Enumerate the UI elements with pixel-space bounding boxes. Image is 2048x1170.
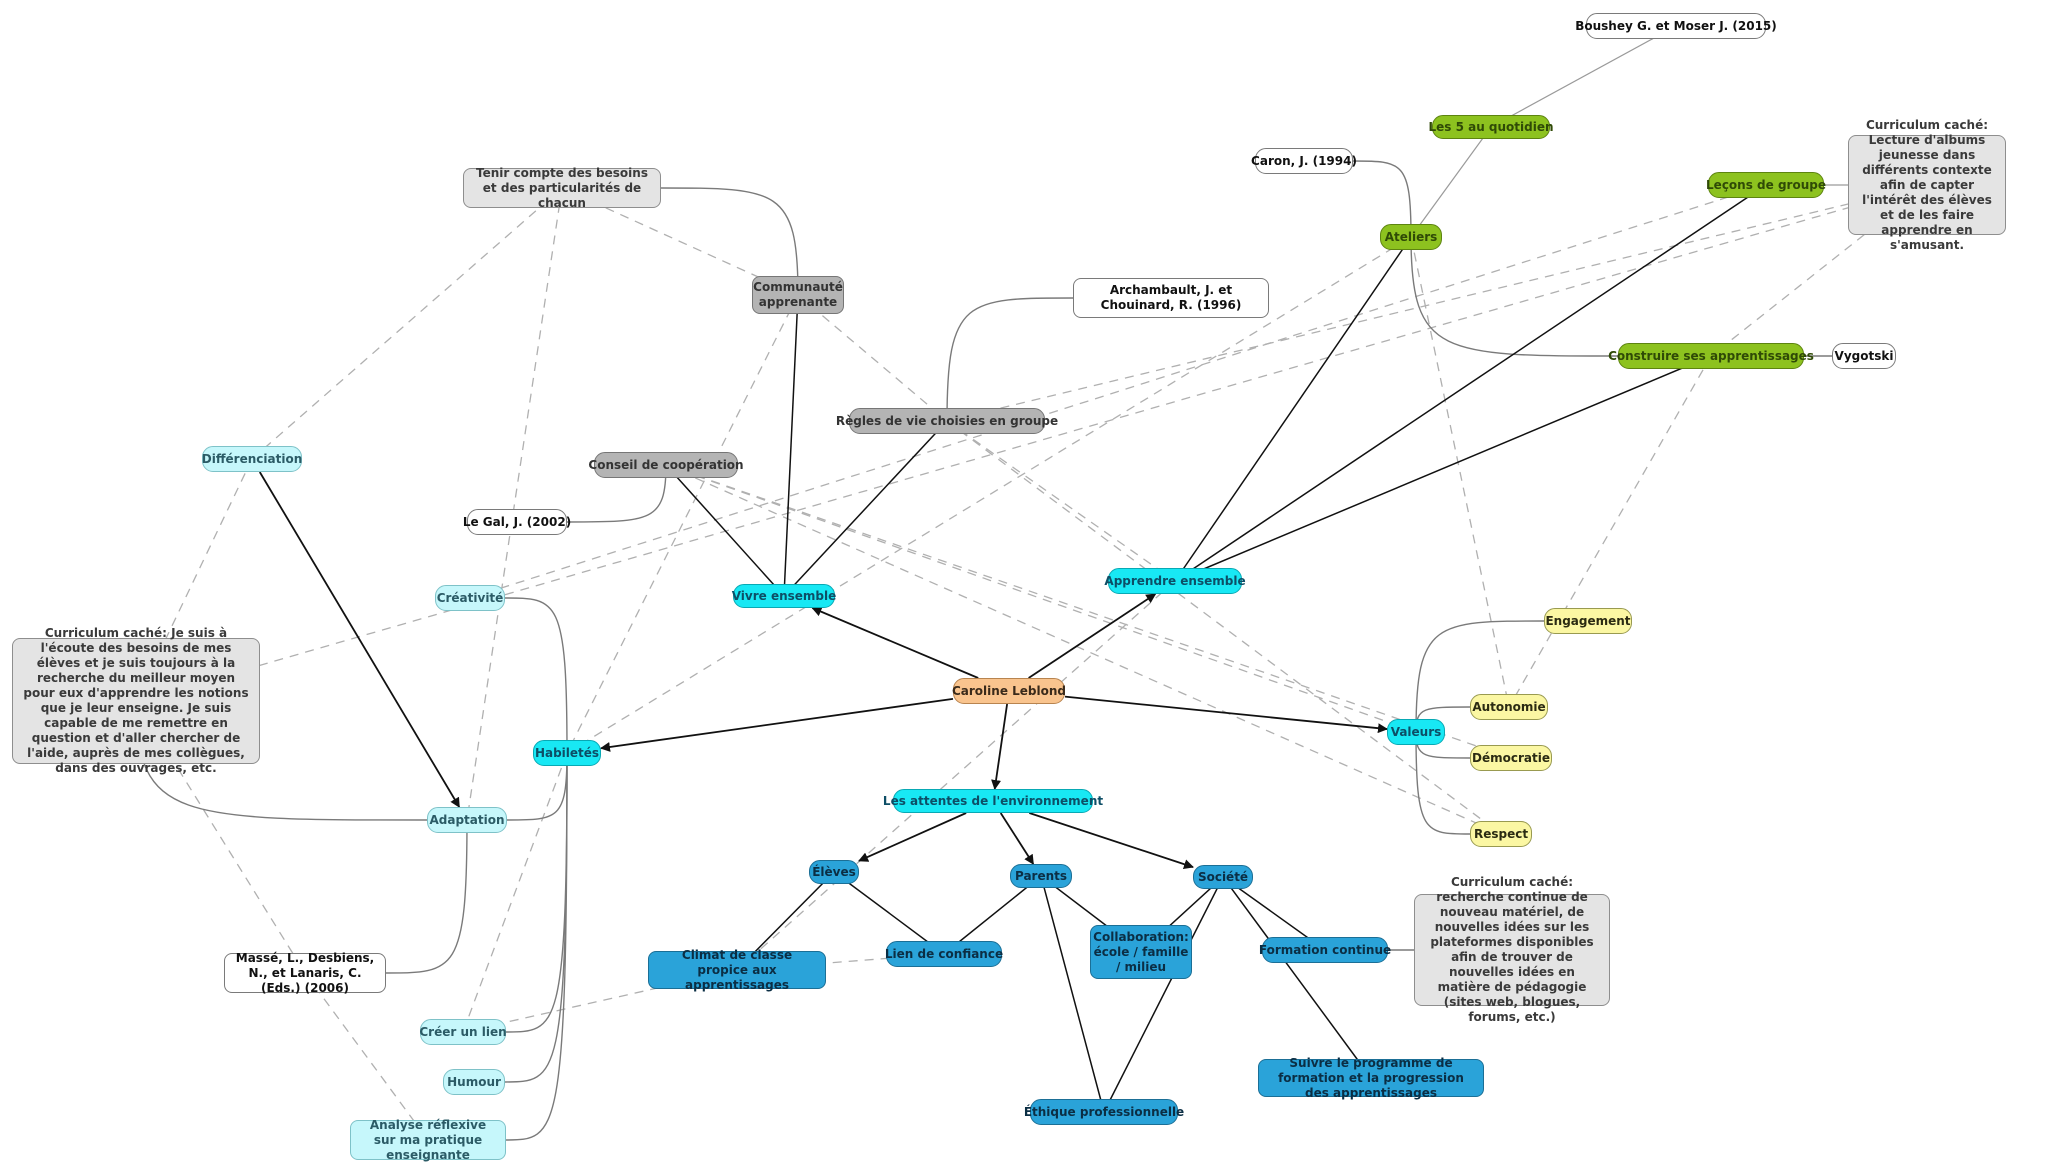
node-parents[interactable]: Parents [1010, 864, 1072, 888]
node-communaute-apprenante[interactable]: Communauté apprenante [752, 276, 844, 314]
arrow-link [600, 697, 954, 752]
dashed-link [946, 420, 1176, 582]
curved-link [566, 464, 667, 523]
arrow-link [1029, 812, 1194, 870]
reference-vygotski[interactable]: Vygotski [1832, 343, 1896, 369]
arrow-link [1028, 593, 1157, 679]
solid-link [783, 420, 948, 597]
solid-link [783, 294, 799, 597]
node-ateliers[interactable]: Ateliers [1380, 224, 1442, 250]
value-respect[interactable]: Respect [1470, 821, 1532, 847]
dashed-link [665, 464, 1502, 835]
node-conseil-de-cooperation[interactable]: Conseil de coopération [588, 452, 744, 478]
solid-link [1174, 355, 1712, 582]
solid-link [1174, 236, 1412, 582]
curved-link [660, 187, 799, 296]
node-differenciation[interactable]: Différenciation [202, 446, 302, 472]
node-societe[interactable]: Société [1193, 865, 1253, 889]
dashed-link [1710, 184, 1928, 357]
branch-valeurs[interactable]: Valeurs [1387, 719, 1445, 745]
solid-link [1040, 875, 1105, 1113]
branch-apprendre-ensemble[interactable]: Apprendre ensemble [1104, 568, 1246, 594]
node-lecons-de-groupe[interactable]: Leçons de groupe [1706, 172, 1826, 198]
curved-link [504, 752, 568, 1083]
arrow-link [999, 812, 1035, 865]
node-eleves[interactable]: Élèves [809, 860, 859, 884]
node-creativite[interactable]: Créativité [435, 585, 505, 611]
node-collaboration[interactable]: Collaboration: école / famille / milieu [1090, 925, 1192, 979]
solid-link [665, 464, 785, 597]
node-formation-continue[interactable]: Formation continue [1259, 937, 1391, 963]
dashed-link [797, 294, 948, 422]
curved-link [1352, 160, 1412, 238]
solid-link [1103, 876, 1224, 1113]
note-curriculum-ecoute[interactable]: Curriculum caché: Je suis à l'écoute des… [12, 626, 260, 775]
reference-archambault[interactable]: Archambault, J. et Chouinard, R. (1996) [1073, 278, 1269, 318]
dashed-link [1508, 355, 1712, 708]
node-tenir-compte-besoins[interactable]: Tenir compte des besoins et des particul… [463, 166, 661, 210]
curved-link [1415, 731, 1471, 835]
dashed-link [135, 458, 253, 702]
node-les-5-au-quotidien[interactable]: Les 5 au quotidien [1428, 115, 1554, 139]
node-analyse-reflexive[interactable]: Analyse réflexive sur ma pratique enseig… [350, 1118, 506, 1162]
solid-link [1222, 876, 1372, 1079]
dashed-link [736, 580, 1176, 971]
curved-link [504, 597, 568, 754]
dashed-link [566, 236, 1412, 754]
branch-vivre-ensemble[interactable]: Vivre ensemble [732, 584, 836, 608]
branch-habiletes[interactable]: Habiletés [533, 740, 601, 766]
curved-link [1410, 236, 1619, 357]
curved-link [1415, 620, 1545, 733]
dashed-link [135, 184, 1928, 702]
node-regles-de-vie[interactable]: Règles de vie choisies en groupe [836, 408, 1058, 434]
dashed-link [946, 184, 1928, 422]
reference-boushey-moser[interactable]: Boushey G. et Moser J. (2015) [1575, 13, 1777, 39]
node-creer-un-lien[interactable]: Créer un lien [419, 1019, 507, 1045]
solid-link [833, 871, 945, 955]
value-engagement[interactable]: Engagement [1544, 608, 1632, 634]
solid-link [1174, 184, 1767, 582]
dashed-link [462, 752, 568, 1033]
dashed-link [1410, 236, 1510, 708]
value-autonomie[interactable]: Autonomie [1470, 694, 1548, 720]
note-curriculum-recherche[interactable]: Curriculum caché: recherche continue de … [1414, 875, 1610, 1024]
dashed-link [466, 187, 563, 821]
dashed-link [469, 184, 1767, 599]
plain-link [1490, 25, 1677, 128]
dashed-link [665, 464, 1417, 733]
node-climat-de-classe[interactable]: Climat de classe propice aux apprentissa… [648, 948, 826, 992]
node-lien-de-confiance[interactable]: Lien de confiance [885, 941, 1003, 967]
dashed-link [665, 464, 1512, 759]
curved-link [385, 819, 468, 974]
node-adaptation[interactable]: Adaptation [427, 807, 507, 833]
node-humour[interactable]: Humour [443, 1069, 505, 1095]
node-construire-apprentissages[interactable]: Construire ses apprentissages [1608, 343, 1814, 369]
arrow-link [811, 606, 979, 679]
dashed-link [304, 972, 429, 1141]
arrow-link [991, 703, 1009, 790]
dashed-link [251, 187, 563, 460]
dashed-link [946, 420, 1502, 835]
reference-le-gal[interactable]: Le Gal, J. (2002) [463, 509, 571, 535]
dashed-link [566, 294, 799, 754]
curved-link [946, 297, 1074, 422]
central-node[interactable]: Caroline Leblond [952, 678, 1066, 704]
plain-link [1410, 126, 1492, 238]
curved-link [505, 752, 568, 1141]
value-democratie[interactable]: Démocratie [1470, 745, 1552, 771]
branch-attentes-environnement[interactable]: Les attentes de l'environnement [883, 789, 1103, 813]
node-ethique-professionnelle[interactable]: Éthique professionnelle [1024, 1099, 1184, 1125]
arrow-link [1064, 695, 1388, 734]
node-suivre-programme[interactable]: Suivre le programme de formation et la p… [1258, 1056, 1484, 1100]
reference-caron[interactable]: Caron, J. (1994) [1251, 148, 1357, 174]
reference-masse-desbiens-lanaris[interactable]: Massé, L., Desbiens, N., et Lanaris, C. … [224, 951, 386, 995]
arrow-link [258, 471, 461, 808]
note-curriculum-albums[interactable]: Curriculum caché: Lecture d'albums jeune… [1848, 118, 2006, 252]
arrow-link [858, 812, 967, 862]
